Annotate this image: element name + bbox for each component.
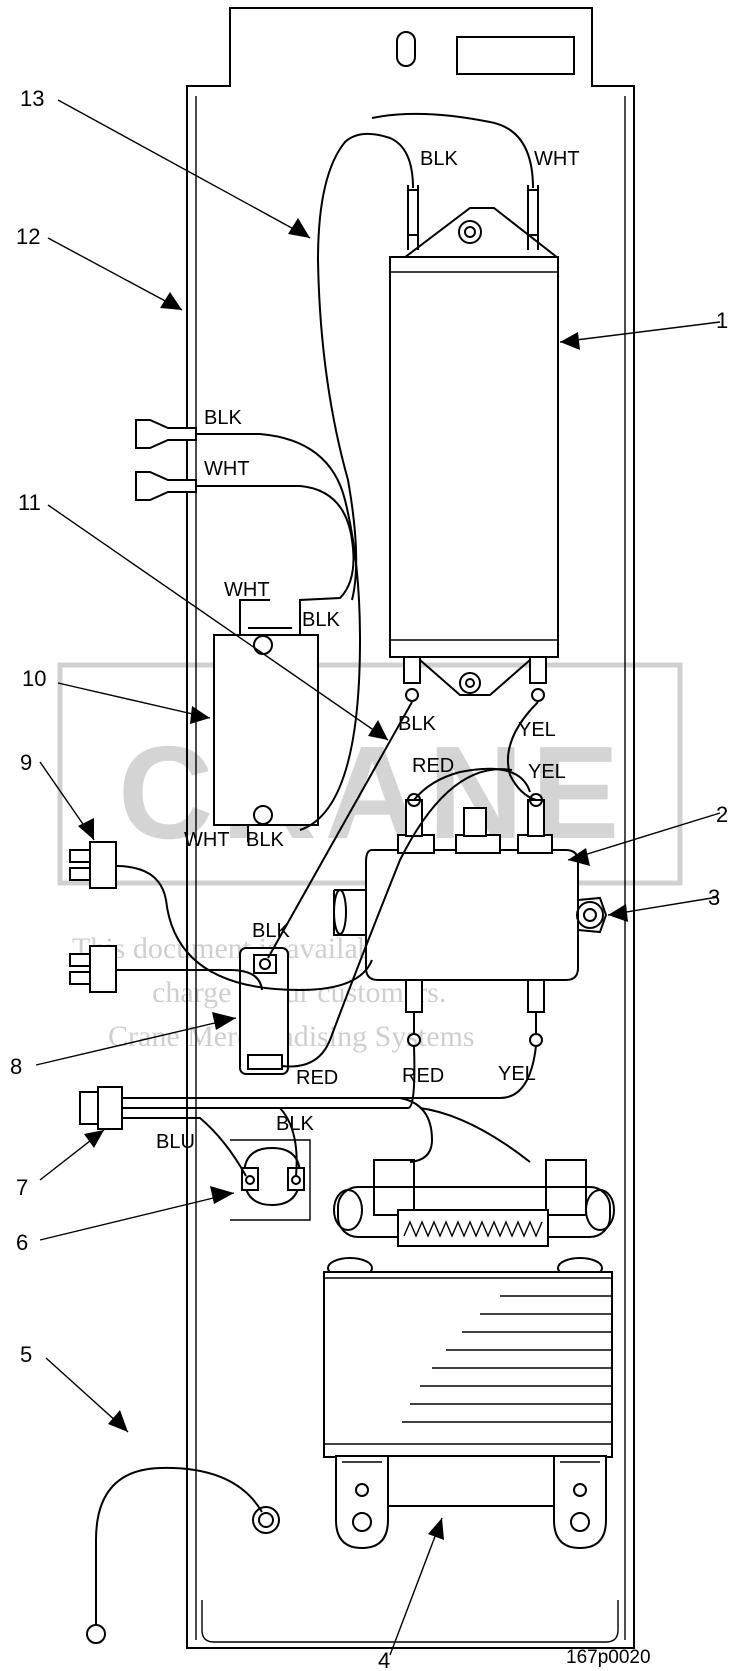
callout-6: 6 (16, 1230, 28, 1255)
wire-label-left-blk: BLK (204, 407, 242, 429)
wire-label-lower-yel: YEL (498, 1063, 536, 1085)
thermal-fuse (230, 1139, 311, 1221)
callout-10: 10 (22, 666, 46, 691)
callout-5: 5 (20, 1342, 32, 1367)
wire-label-module-yel: YEL (528, 761, 566, 783)
relay (213, 612, 319, 826)
wire-label-switch-red: RED (296, 1067, 338, 1089)
callout-11: 11 (18, 490, 41, 515)
figure-reference-code: 167p0020 (566, 1647, 651, 1668)
connector-upper (69, 841, 117, 889)
harness-plug (79, 1086, 123, 1130)
callout-9: 9 (20, 750, 32, 775)
callout-1: 1 (716, 308, 728, 333)
line-filter (389, 185, 559, 702)
wire-label-top-blk: BLK (420, 148, 458, 170)
ground-wire (86, 1466, 280, 1644)
terminal-lugs (135, 419, 197, 501)
switch (239, 947, 289, 1075)
callout-4: 4 (378, 1648, 390, 1671)
watermark-line-2: charge to our customers. (152, 976, 446, 1009)
leader-lines (35, 99, 721, 1656)
callout-8: 8 (10, 1054, 22, 1079)
mounting-panel (186, 7, 635, 1649)
wire-label-relay-blk: BLK (302, 609, 340, 631)
wire-label-left-wht: WHT (204, 458, 250, 480)
wire-label-filter-yel: YEL (518, 719, 556, 741)
wire-label-relay-bottom-blk: BLK (246, 829, 284, 851)
wires (115, 112, 539, 1177)
wire-label-top-wht: WHT (534, 148, 580, 170)
panel-slot (396, 31, 416, 67)
wire-color-labels: BLK WHT BLK WHT WHT BLK WHT BLK BLK YEL … (156, 148, 580, 1153)
transformer (323, 1159, 615, 1550)
wire-label-lower-red: RED (402, 1065, 444, 1087)
wire-label-harness-blu: BLU (156, 1131, 195, 1153)
wire-label-filter-blk: BLK (398, 713, 436, 735)
callout-13: 13 (20, 86, 44, 111)
callout-3: 3 (708, 885, 720, 910)
wire-label-relay-wht: WHT (224, 579, 270, 601)
callout-12: 12 (16, 224, 40, 249)
wire-label-module-red: RED (412, 755, 454, 777)
wire-label-relay-bottom-wht: WHT (184, 829, 230, 851)
callout-2: 2 (716, 802, 728, 827)
wire-label-harness-blk: BLK (276, 1113, 314, 1135)
callout-7: 7 (16, 1175, 28, 1200)
callout-numbers: 1 2 3 4 5 6 7 8 9 10 11 12 13 (10, 86, 728, 1671)
panel-label-window (456, 36, 575, 75)
connector-lower (69, 945, 117, 993)
filter-module (333, 793, 608, 1047)
wire-label-switch-blk: BLK (252, 920, 290, 942)
